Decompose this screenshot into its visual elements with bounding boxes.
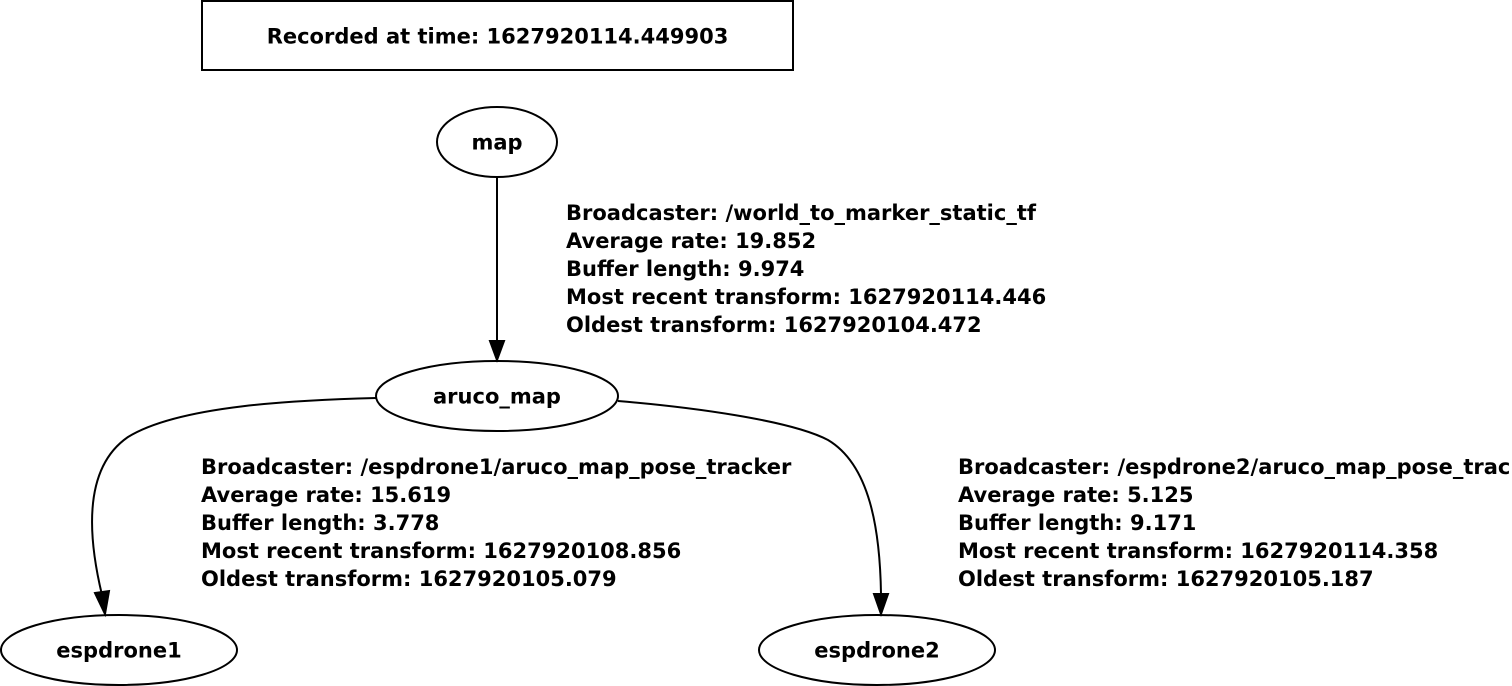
node-espdrone1-label: espdrone1 [56, 639, 181, 663]
edge-aruco-map-to-espdrone1-most-recent: Most recent transform: 1627920108.856 [201, 539, 681, 563]
node-aruco-map: aruco_map [375, 360, 619, 432]
edge-map-to-aruco-map-most-recent: Most recent transform: 1627920114.446 [566, 285, 1046, 309]
edge-aruco-map-to-espdrone1 [91, 397, 377, 618]
edge-aruco-map-to-espdrone1-average-rate: Average rate: 15.619 [201, 483, 451, 507]
node-aruco-map-label: aruco_map [433, 385, 561, 409]
edge-aruco-map-to-espdrone2-arrowhead [872, 593, 890, 618]
node-espdrone2-label: espdrone2 [814, 639, 939, 663]
edge-map-to-aruco-map-arrowhead [488, 340, 506, 363]
edge-aruco-map-to-espdrone2-oldest: Oldest transform: 1627920105.187 [958, 567, 1374, 591]
edge-aruco-map-to-espdrone1-line [91, 397, 377, 596]
node-espdrone2: espdrone2 [758, 614, 996, 686]
recorded-time-box: Recorded at time: 1627920114.449903 [201, 0, 794, 71]
recorded-time-label: Recorded at time: 1627920114.449903 [267, 25, 729, 49]
edge-map-to-aruco-map [488, 177, 506, 363]
edge-aruco-map-to-espdrone1-arrowhead [93, 589, 111, 618]
node-map: map [436, 106, 558, 178]
node-espdrone2-ellipse [758, 614, 996, 686]
edge-aruco-map-to-espdrone2-line [617, 400, 882, 595]
edge-map-to-aruco-map-oldest: Oldest transform: 1627920104.472 [566, 313, 982, 337]
node-espdrone1: espdrone1 [0, 614, 238, 686]
edge-aruco-map-to-espdrone2-info: Broadcaster: /espdrone2/aruco_map_pose_t… [958, 455, 1512, 591]
edge-map-to-aruco-map-average-rate: Average rate: 19.852 [566, 229, 816, 253]
edge-aruco-map-to-espdrone2 [617, 400, 890, 618]
edge-aruco-map-to-espdrone2-buffer-length: Buffer length: 9.171 [958, 511, 1196, 535]
node-aruco-map-ellipse [375, 360, 619, 432]
edge-map-to-aruco-map-broadcaster: Broadcaster: /world_to_marker_static_tf [566, 201, 1037, 225]
edge-aruco-map-to-espdrone2-broadcaster: Broadcaster: /espdrone2/aruco_map_pose_t… [958, 455, 1512, 479]
edge-aruco-map-to-espdrone1-broadcaster: Broadcaster: /espdrone1/aruco_map_pose_t… [201, 455, 792, 479]
edge-map-to-aruco-map-info: Broadcaster: /world_to_marker_static_tf … [566, 201, 1046, 337]
edge-aruco-map-to-espdrone1-oldest: Oldest transform: 1627920105.079 [201, 567, 617, 591]
edge-map-to-aruco-map-buffer-length: Buffer length: 9.974 [566, 257, 804, 281]
node-espdrone1-ellipse [0, 614, 238, 686]
edge-aruco-map-to-espdrone1-buffer-length: Buffer length: 3.778 [201, 511, 439, 535]
edge-aruco-map-to-espdrone2-most-recent: Most recent transform: 1627920114.358 [958, 539, 1438, 563]
recorded-time-frame [201, 0, 794, 71]
edge-aruco-map-to-espdrone1-info: Broadcaster: /espdrone1/aruco_map_pose_t… [201, 455, 792, 591]
node-map-label: map [471, 131, 522, 155]
edge-aruco-map-to-espdrone2-average-rate: Average rate: 5.125 [958, 483, 1194, 507]
